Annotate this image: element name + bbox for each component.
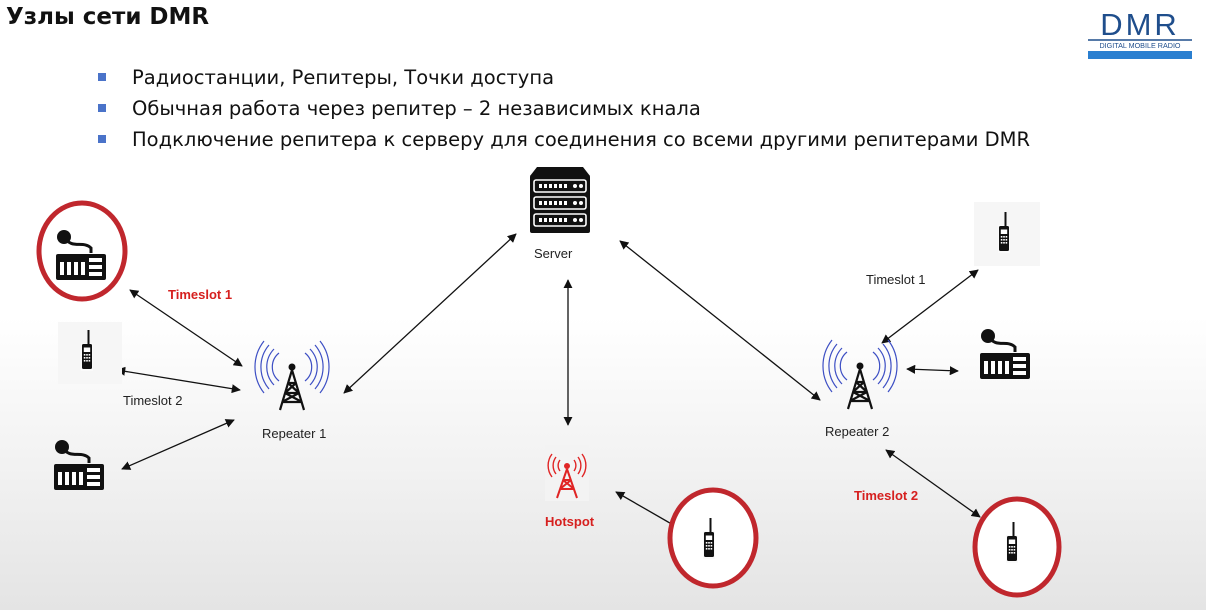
timeslot2-left-label: Timeslot 2: [123, 393, 183, 408]
link-arrow: [129, 289, 243, 367]
link-arrow: [881, 269, 979, 344]
highlight-ring: [36, 200, 128, 302]
hotspot-tower-icon: [545, 445, 589, 501]
mobile-radio-icon: [978, 327, 1032, 381]
timeslot2-right-label: Timeslot 2: [854, 488, 919, 503]
hotspot-label: Hotspot: [545, 514, 595, 529]
server-label: Server: [534, 246, 573, 261]
bullet-square-icon: [98, 135, 106, 143]
bullet-item: Обычная работа через репитер – 2 независ…: [96, 95, 1030, 126]
bullet-square-icon: [98, 73, 106, 81]
link-arrow: [116, 366, 241, 394]
logo-tagline: DIGITAL MOBILE RADIO: [1099, 41, 1180, 50]
timeslot1-left-label: Timeslot 1: [168, 287, 233, 302]
slide-title: Узлы сети DMR: [6, 4, 210, 30]
logo-text: DMR: [1100, 10, 1180, 42]
repeater1-label: Repeater 1: [262, 426, 327, 441]
mobile-radio-icon: [52, 438, 106, 492]
timeslot1-right-label: Timeslot 1: [866, 272, 926, 287]
link-arrow: [885, 449, 981, 518]
server-icon: [530, 167, 590, 233]
repeater-tower-icon: [821, 338, 899, 411]
repeater-tower-icon: [253, 339, 331, 412]
link-arrow: [343, 233, 517, 394]
dmr-logo: DMR DIGITAL MOBILE RADIO: [1088, 10, 1192, 59]
bullet-item: Подключение репитера к серверу для соеди…: [96, 126, 1030, 157]
bullet-square-icon: [98, 104, 106, 112]
connection-arrows: [116, 233, 981, 531]
link-arrow: [906, 364, 959, 376]
bullet-list: Радиостанции, Репитеры, Точки доступа Об…: [96, 64, 1030, 157]
bullet-item: Радиостанции, Репитеры, Точки доступа: [96, 64, 1030, 95]
link-arrow: [619, 240, 821, 401]
repeater2-label: Repeater 2: [825, 424, 890, 439]
link-arrow: [121, 419, 235, 470]
